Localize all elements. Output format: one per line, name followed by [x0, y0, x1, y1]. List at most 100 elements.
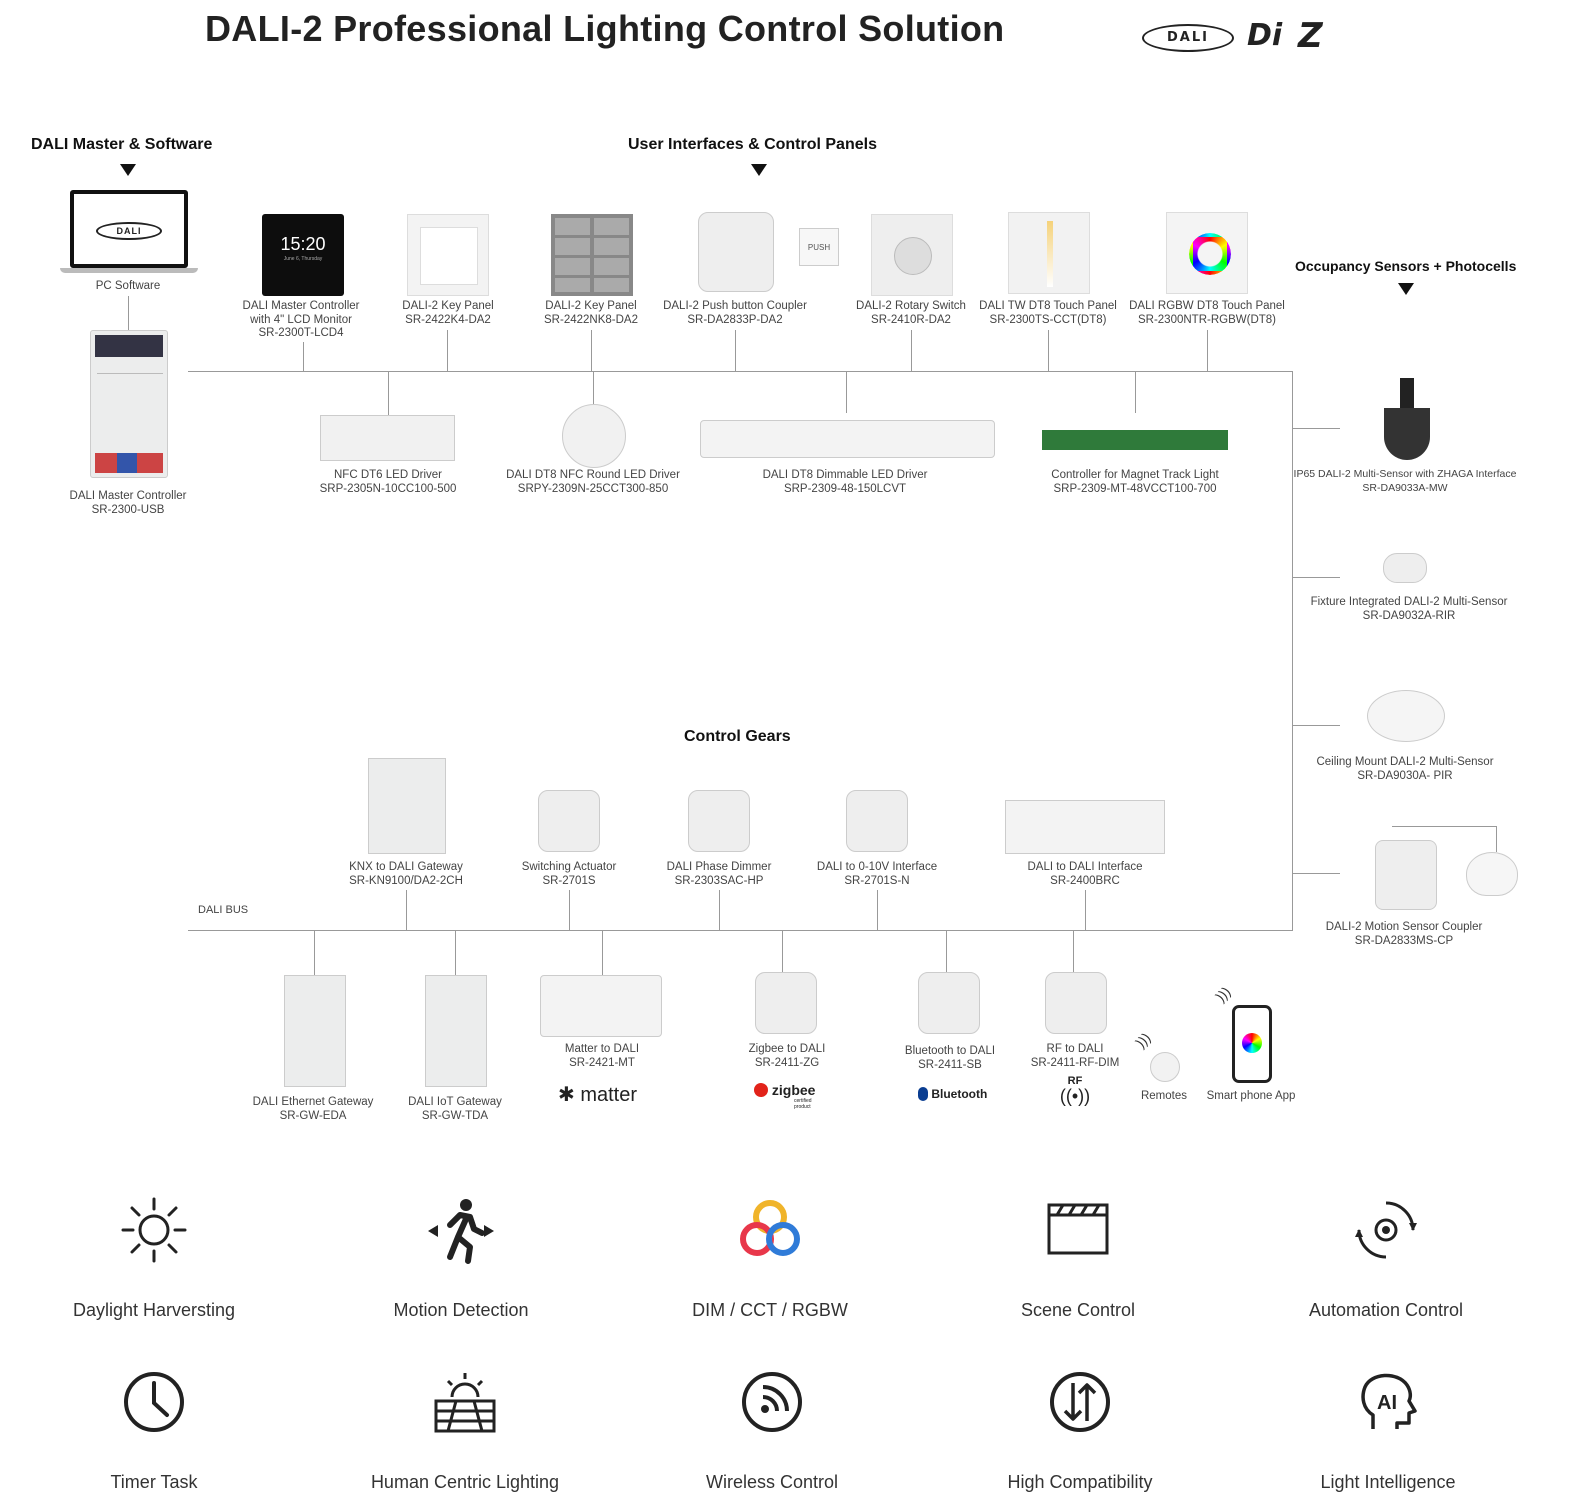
dali-dali-interface-image: [1005, 800, 1165, 854]
connector: [314, 930, 315, 975]
sunrise-field-icon: [434, 1373, 496, 1433]
rotary-switch-image: [871, 214, 953, 296]
iot-gateway-image: [425, 975, 487, 1087]
panel-caption: DALI-2 Push button Coupler SR-DA2833P-DA…: [663, 300, 807, 326]
sensor-caption: IP65 DALI-2 Multi-Sensor with ZHAGA Inte…: [1293, 468, 1517, 494]
feature-light-intelligence: AI Light Intelligence: [1278, 1367, 1498, 1493]
color-rings-icon: [740, 1200, 800, 1256]
motion-sensor-head-image: [1466, 852, 1518, 896]
arrow-down-icon: [1398, 283, 1414, 295]
master-caption: PC Software: [95, 280, 161, 292]
feature-high-compatibility: High Compatibility: [970, 1367, 1190, 1493]
feature-label: High Compatibility: [1007, 1472, 1153, 1492]
gateway-caption: Matter to DALI SR-2421-MT: [564, 1043, 640, 1069]
dali-logo: DALI: [96, 222, 162, 240]
feature-human-centric-lighting: Human Centric Lighting: [355, 1367, 575, 1493]
connector: [946, 930, 947, 972]
feature-label: Scene Control: [1020, 1300, 1136, 1320]
gateway-caption: RF to DALI SR-2411-RF-DIM: [1030, 1043, 1120, 1069]
connector: [1292, 725, 1340, 726]
feature-wireless-control: Wireless Control: [662, 1367, 882, 1493]
feature-label: Human Centric Lighting: [370, 1472, 560, 1492]
feature-label: Light Intelligence: [1320, 1472, 1456, 1492]
smartphone-image: [1232, 1005, 1272, 1083]
feature-automation-control: Automation Control: [1276, 1195, 1496, 1321]
driver-caption: Controller for Magnet Track Light SRP-23…: [1051, 469, 1219, 495]
connector: [447, 330, 448, 371]
connector: [593, 371, 594, 405]
gateway-caption: Smart phone App: [1206, 1090, 1296, 1102]
matter-star-icon: ✱: [558, 1084, 575, 1106]
connector: [569, 890, 570, 930]
bus-line-bottom: [188, 930, 1293, 931]
connector: [1292, 873, 1340, 874]
sun-icon: [121, 1197, 187, 1263]
connector: [719, 890, 720, 930]
gear-cycle-icon: [1355, 1201, 1417, 1259]
push-coupler-image: [698, 212, 774, 292]
bus-line-top: [188, 371, 1293, 372]
push-button-image: PUSH: [799, 228, 839, 266]
gear-caption: DALI to DALI Interface SR-2400BRC: [1027, 861, 1143, 887]
driver-caption: DALI DT8 NFC Round LED Driver SRPY-2309N…: [506, 469, 680, 495]
arrow-down-icon: [120, 164, 136, 176]
panel-caption: DALI Master Controller with 4" LCD Monit…: [242, 300, 360, 339]
connector: [1392, 826, 1496, 827]
feature-motion-detection: Motion Detection: [351, 1195, 571, 1321]
connector: [602, 930, 603, 975]
bus-line-right: [1292, 371, 1293, 931]
connector: [1073, 930, 1074, 972]
master-caption: DALI Master Controller SR-2300-USB: [69, 490, 187, 516]
knx-gateway-image: [368, 758, 446, 854]
section-title-master: DALI Master & Software: [31, 136, 213, 153]
feature-label: Wireless Control: [705, 1472, 839, 1492]
motion-coupler-image: [1375, 840, 1437, 910]
laptop-image: DALI: [60, 190, 198, 274]
zigbee-icon: [754, 1083, 768, 1097]
connector: [1292, 428, 1340, 429]
din-master-controller-image: [90, 330, 168, 478]
running-person-icon: [428, 1199, 494, 1264]
switching-actuator-image: [538, 790, 600, 852]
sensor-caption: DALI-2 Motion Sensor Coupler SR-DA2833MS…: [1325, 921, 1483, 947]
gateway-caption: Remotes: [1140, 1090, 1188, 1102]
feature-label: Automation Control: [1308, 1300, 1464, 1320]
connector: [735, 330, 736, 371]
track-controller-image: [1042, 430, 1228, 450]
key-panel-4-image: [407, 214, 489, 296]
bluetooth-logo: Bluetooth: [918, 1087, 987, 1101]
phase-dimmer-image: [688, 790, 750, 852]
matter-gateway-image: [540, 975, 662, 1037]
panel-caption: DALI-2 Key Panel SR-2422K4-DA2: [402, 300, 494, 326]
wifi-icon: ))): [1132, 1029, 1154, 1051]
section-title-sensors: Occupancy Sensors + Photocells: [1295, 258, 1517, 274]
remote-image: [1150, 1052, 1180, 1082]
connector: [911, 330, 912, 371]
key-panel-8-image: [551, 214, 633, 296]
page-title: DALI-2 Professional Lighting Control Sol…: [205, 8, 1005, 49]
wifi-icon: ))): [1212, 983, 1234, 1005]
connector: [1496, 826, 1497, 852]
zigbee-logo: zigbee certified product: [754, 1082, 824, 1110]
arrow-down-icon: [751, 164, 767, 176]
bluetooth-icon: [918, 1087, 928, 1101]
connector: [846, 371, 847, 413]
connector: [455, 930, 456, 975]
gear-caption: DALI Phase Dimmer SR-2303SAC-HP: [666, 861, 772, 887]
gateway-caption: DALI Ethernet Gateway SR-GW-EDA: [252, 1096, 374, 1122]
gear-caption: KNX to DALI Gateway SR-KN9100/DA2-2CH: [349, 861, 463, 887]
panel-caption: DALI-2 Key Panel SR-2422NK8-DA2: [544, 300, 638, 326]
driver-caption: DALI DT8 Dimmable LED Driver SRP-2309-48…: [762, 469, 928, 495]
feature-label: Motion Detection: [393, 1300, 529, 1320]
driver-caption: NFC DT6 LED Driver SRP-2305N-10CC100-500: [319, 469, 457, 495]
connector: [877, 890, 878, 930]
panel-caption: DALI TW DT8 Touch Panel SR-2300TS-CCT(DT…: [979, 300, 1117, 326]
panel-caption: DALI RGBW DT8 Touch Panel SR-2300NTR-RGB…: [1129, 300, 1285, 326]
feature-label: DIM / CCT / RGBW: [692, 1300, 848, 1320]
feature-label: Daylight Harversting: [72, 1300, 236, 1320]
gateway-caption: Bluetooth to DALI SR-2411-SB: [904, 1045, 996, 1071]
svg-text:AI: AI: [1377, 1392, 1397, 1414]
connector: [1135, 371, 1136, 413]
rf-gateway-image: [1045, 972, 1107, 1034]
wireless-icon: [742, 1372, 802, 1432]
